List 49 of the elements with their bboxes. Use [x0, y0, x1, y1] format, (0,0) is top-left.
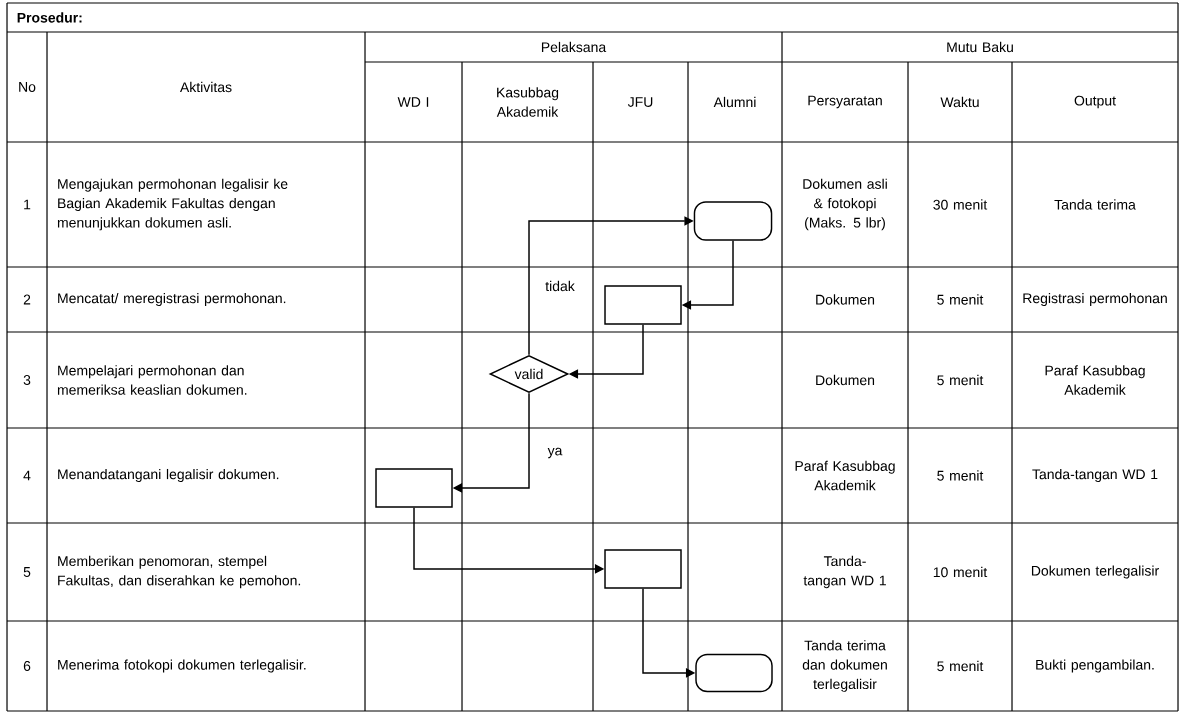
column-header: Pelaksana	[541, 41, 607, 53]
column-header: Aktivitas	[179, 81, 232, 93]
table-title: Prosedur:	[17, 12, 82, 23]
column-header: Kasubbag Akademik	[496, 87, 559, 117]
output-text: Tanda terima	[1054, 199, 1136, 210]
process-box	[604, 285, 682, 325]
process-box	[604, 549, 682, 589]
activity-description: Menandatangani legalisir dokumen.	[58, 468, 279, 482]
column-header: Persyaratan	[808, 95, 882, 109]
time-text: 10 menit	[933, 566, 988, 578]
requirement-text: Tanda terima dan dokumen terlegalisir	[802, 640, 887, 692]
activity-description: Mencatat/ meregistrasi permohonan.	[58, 292, 286, 306]
activity-description: Mengajukan permohonan legalisir ke Bagian Akademik Fakultas dengan menunjukkan dokumen asli.	[57, 178, 288, 231]
output-text: Paraf Kasubbag Akademik	[1045, 365, 1145, 395]
time-text: 5 menit	[937, 660, 984, 672]
row-number: 5	[23, 567, 31, 577]
column-header: JFU	[627, 97, 653, 107]
output-text: Tanda-tangan WD 1	[1032, 468, 1158, 482]
column-header: Mutu Baku	[947, 41, 1013, 53]
row-number: 1	[24, 199, 31, 210]
edge-label: tidak	[543, 279, 577, 293]
column-header: Waktu	[940, 96, 979, 108]
row-number: 2	[23, 294, 31, 305]
requirement-text: Paraf Kasubbag Akademik	[795, 460, 895, 491]
requirement-text: Dokumen	[816, 374, 875, 386]
time-text: 5 menit	[937, 374, 984, 386]
column-header: Alumni	[713, 96, 756, 108]
column-header: No	[19, 82, 36, 92]
activity-description: Memberikan penomoran, stempel Fakultas, dan diserahkan ke pemohon.	[58, 555, 301, 589]
edge-label: ya	[546, 446, 564, 460]
column-header: Output	[1074, 95, 1116, 109]
activity-description: Menerima fotokopi dokumen terlegalisir.	[58, 659, 306, 673]
time-text: 5 menit	[937, 294, 984, 305]
process-box	[375, 468, 453, 508]
output-text: Registrasi permohonan	[1023, 292, 1167, 306]
row-number: 4	[23, 470, 31, 481]
time-text: 30 menit	[933, 199, 988, 210]
terminal-shape	[695, 653, 773, 693]
output-text: Bukti pengambilan.	[1036, 659, 1154, 673]
time-text: 5 menit	[937, 470, 984, 481]
requirement-text: Tanda-tangan WD 1	[803, 555, 886, 589]
row-number: 6	[23, 661, 31, 671]
output-text: Dokumen terlegalisir	[1031, 565, 1159, 579]
terminal-shape	[693, 201, 773, 241]
requirement-text: Dokumen	[816, 294, 875, 305]
column-header: WD I	[397, 97, 429, 107]
row-number: 3	[23, 375, 31, 385]
activity-description: Mempelajari permohonan dan memeriksa keaslian dokumen.	[57, 365, 247, 395]
requirement-text: Dokumen asli & fotokopi (Maks. 5 lbr)	[803, 178, 887, 231]
